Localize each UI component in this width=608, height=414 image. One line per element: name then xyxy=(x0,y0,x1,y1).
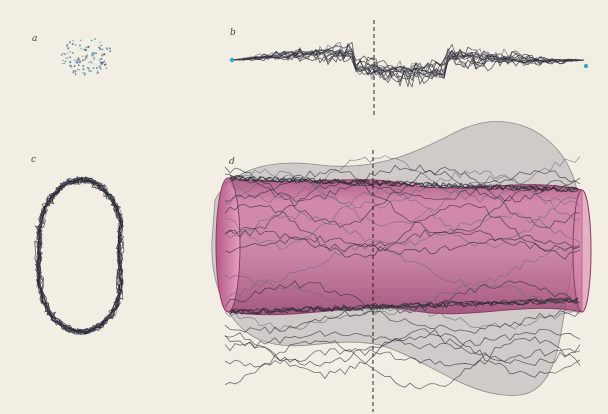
loop-line xyxy=(38,181,122,332)
scatter-dot xyxy=(78,64,80,66)
scatter-dot xyxy=(99,42,100,43)
scatter-dot xyxy=(82,72,83,73)
scatter-dot xyxy=(109,50,111,52)
scatter-dot xyxy=(80,40,82,42)
scatter-dot xyxy=(82,55,84,57)
scatter-dot xyxy=(106,48,108,50)
scatter-dot xyxy=(67,44,69,46)
panel-a-scatter xyxy=(61,38,111,76)
scatter-dot xyxy=(75,73,77,75)
scatter-dot xyxy=(73,71,75,73)
scatter-dot xyxy=(101,45,102,46)
scatter-dot xyxy=(74,60,76,62)
scatter-dot xyxy=(82,65,84,67)
scatter-dot xyxy=(101,58,102,59)
scatter-dot xyxy=(67,57,68,58)
scatter-dot xyxy=(80,48,81,49)
scatter-dot xyxy=(99,67,101,69)
scatter-dot xyxy=(106,67,108,69)
scatter-dot xyxy=(67,53,68,54)
scatter-dot xyxy=(109,47,111,49)
scatter-dot xyxy=(93,57,95,59)
panel-label-a: a xyxy=(32,34,37,44)
scatter-dot xyxy=(69,51,70,52)
scatter-dot xyxy=(101,62,103,64)
panel-label-d: d xyxy=(229,157,235,167)
trajectory-line xyxy=(232,48,584,87)
scatter-dot xyxy=(87,46,89,48)
scatter-dot xyxy=(85,47,87,49)
scatter-dot xyxy=(77,69,78,70)
scatter-dot xyxy=(91,40,93,42)
endpoint-right-marker xyxy=(584,64,588,68)
scatter-dot xyxy=(84,73,86,75)
scatter-dot xyxy=(85,49,87,51)
scatter-dot xyxy=(64,53,66,55)
endpoint-left-marker xyxy=(230,58,234,62)
scatter-dot xyxy=(104,64,106,66)
panel-label-b: b xyxy=(230,28,236,38)
scatter-dot xyxy=(98,72,99,73)
scatter-dot xyxy=(82,68,84,70)
scatter-dot xyxy=(62,60,63,61)
scatter-dot xyxy=(69,41,71,43)
scatter-dot xyxy=(79,45,81,47)
scatter-dot xyxy=(78,57,80,59)
scatter-dot xyxy=(62,53,64,55)
scatter-dot xyxy=(95,52,97,54)
scatter-dot xyxy=(101,54,103,56)
trajectory-line xyxy=(232,45,584,87)
scatter-dot xyxy=(79,61,81,63)
scatter-dot xyxy=(64,63,65,64)
scatter-dot xyxy=(69,65,71,67)
scatter-dot xyxy=(71,66,72,67)
scatter-dot xyxy=(61,55,62,56)
scatter-dot xyxy=(93,52,95,54)
scatter-dot xyxy=(86,54,88,56)
scatter-dot xyxy=(82,59,84,61)
scatter-dot xyxy=(98,59,100,61)
cylinder-left-cap xyxy=(216,178,240,312)
scatter-dot xyxy=(88,62,89,63)
scatter-dot xyxy=(72,40,73,41)
scatter-dot xyxy=(88,70,90,72)
scatter-dot xyxy=(87,67,89,69)
scatter-dot xyxy=(72,52,74,54)
scatter-dot xyxy=(90,70,92,72)
scatter-dot xyxy=(70,61,72,63)
scatter-dot xyxy=(72,44,74,46)
cylinder-right-cap xyxy=(573,190,591,312)
scatter-dot xyxy=(93,67,95,69)
scatter-dot xyxy=(99,48,101,50)
scatter-dot xyxy=(85,56,86,57)
scatter-dot xyxy=(73,70,75,72)
panel-c-trajectories xyxy=(35,177,124,335)
scatter-dot xyxy=(77,62,78,63)
scatter-dot xyxy=(84,75,85,76)
scatter-dot xyxy=(96,72,98,74)
scatter-dot xyxy=(97,70,98,71)
scatter-dot xyxy=(74,70,76,72)
scatter-dot xyxy=(94,38,96,40)
scatter-dot xyxy=(65,61,67,63)
scatter-dot xyxy=(103,53,105,55)
scatter-dot xyxy=(69,56,71,58)
scatter-dot xyxy=(67,47,69,49)
scatter-dot xyxy=(65,57,66,58)
scatter-dot xyxy=(101,48,103,50)
panel-b-trajectories xyxy=(232,42,584,87)
scatter-dot xyxy=(93,59,94,60)
scatter-dot xyxy=(62,63,63,64)
panel-label-c: c xyxy=(31,155,36,165)
scatter-dot xyxy=(91,63,92,64)
scatter-dot xyxy=(90,61,92,63)
scatter-dot xyxy=(91,52,93,54)
scatter-dot xyxy=(79,69,80,70)
scatter-dot xyxy=(96,67,98,69)
scatter-dot xyxy=(75,44,77,46)
scatter-dot xyxy=(74,65,76,67)
